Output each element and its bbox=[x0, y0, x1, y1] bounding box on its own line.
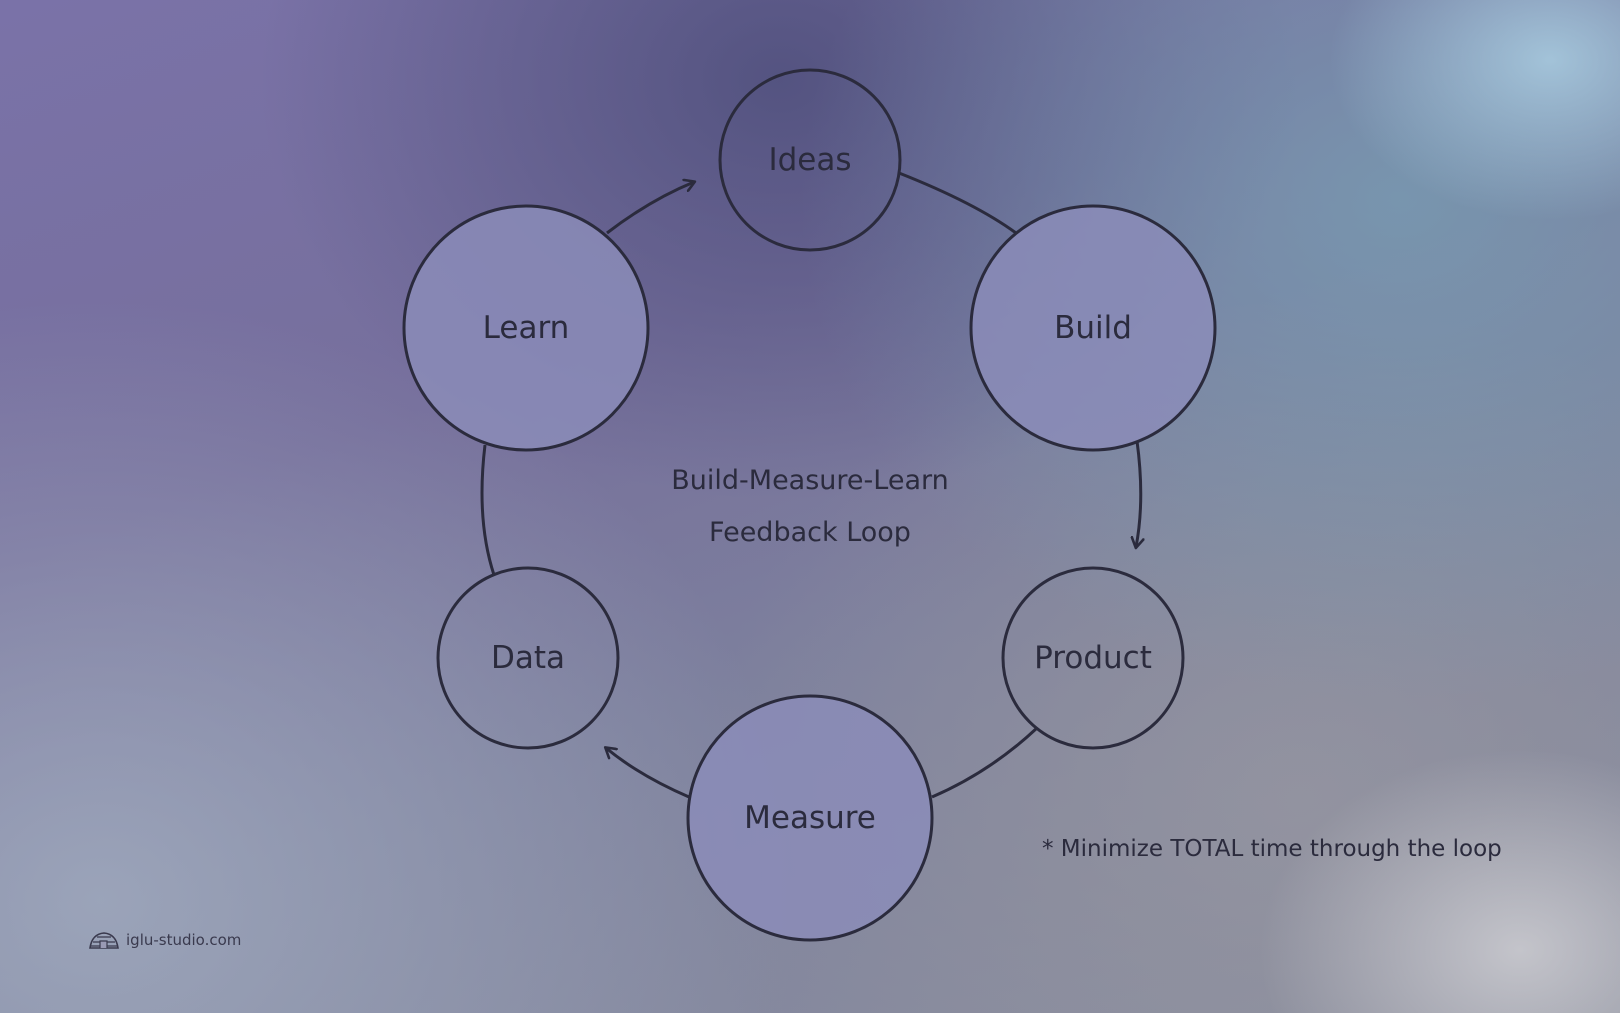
node-data-circle bbox=[436, 566, 620, 750]
connector-measure-to-data bbox=[606, 748, 690, 799]
diagram-title-line2: Feedback Loop bbox=[709, 517, 911, 548]
node-product-label: Product bbox=[1034, 640, 1152, 676]
diagram-title: Build-Measure-Learn Feedback Loop bbox=[560, 455, 1060, 559]
connector-data-to-learn bbox=[480, 444, 496, 576]
node-build: Build bbox=[969, 204, 1217, 452]
node-learn-label: Learn bbox=[483, 310, 570, 346]
node-measure-circle bbox=[686, 694, 934, 942]
node-ideas: Ideas bbox=[718, 68, 902, 252]
node-data-label: Data bbox=[491, 640, 565, 676]
node-measure: Measure bbox=[686, 694, 934, 942]
node-build-label: Build bbox=[1054, 310, 1132, 346]
node-data: Data bbox=[436, 566, 620, 750]
node-product-circle bbox=[1001, 566, 1185, 750]
connector-product-to-measure bbox=[931, 726, 1039, 799]
connector-build-to-product bbox=[1136, 440, 1141, 547]
node-build-circle bbox=[969, 204, 1217, 452]
node-product: Product bbox=[1001, 566, 1185, 750]
watermark-text: iglu-studio.com bbox=[126, 931, 242, 949]
node-learn-circle bbox=[402, 204, 650, 452]
footnote: * Minimize TOTAL time through the loop bbox=[1042, 836, 1502, 862]
connector-ideas-to-build bbox=[898, 171, 1017, 235]
node-ideas-circle bbox=[718, 68, 902, 252]
diagram-title-line1: Build-Measure-Learn bbox=[671, 465, 949, 496]
watermark[interactable]: iglu-studio.com bbox=[88, 930, 241, 950]
node-measure-label: Measure bbox=[744, 800, 876, 836]
connector-learn-to-ideas bbox=[606, 182, 694, 235]
node-ideas-label: Ideas bbox=[768, 142, 851, 178]
igloo-icon bbox=[88, 930, 120, 950]
node-learn: Learn bbox=[402, 204, 650, 452]
connectors bbox=[480, 171, 1141, 799]
